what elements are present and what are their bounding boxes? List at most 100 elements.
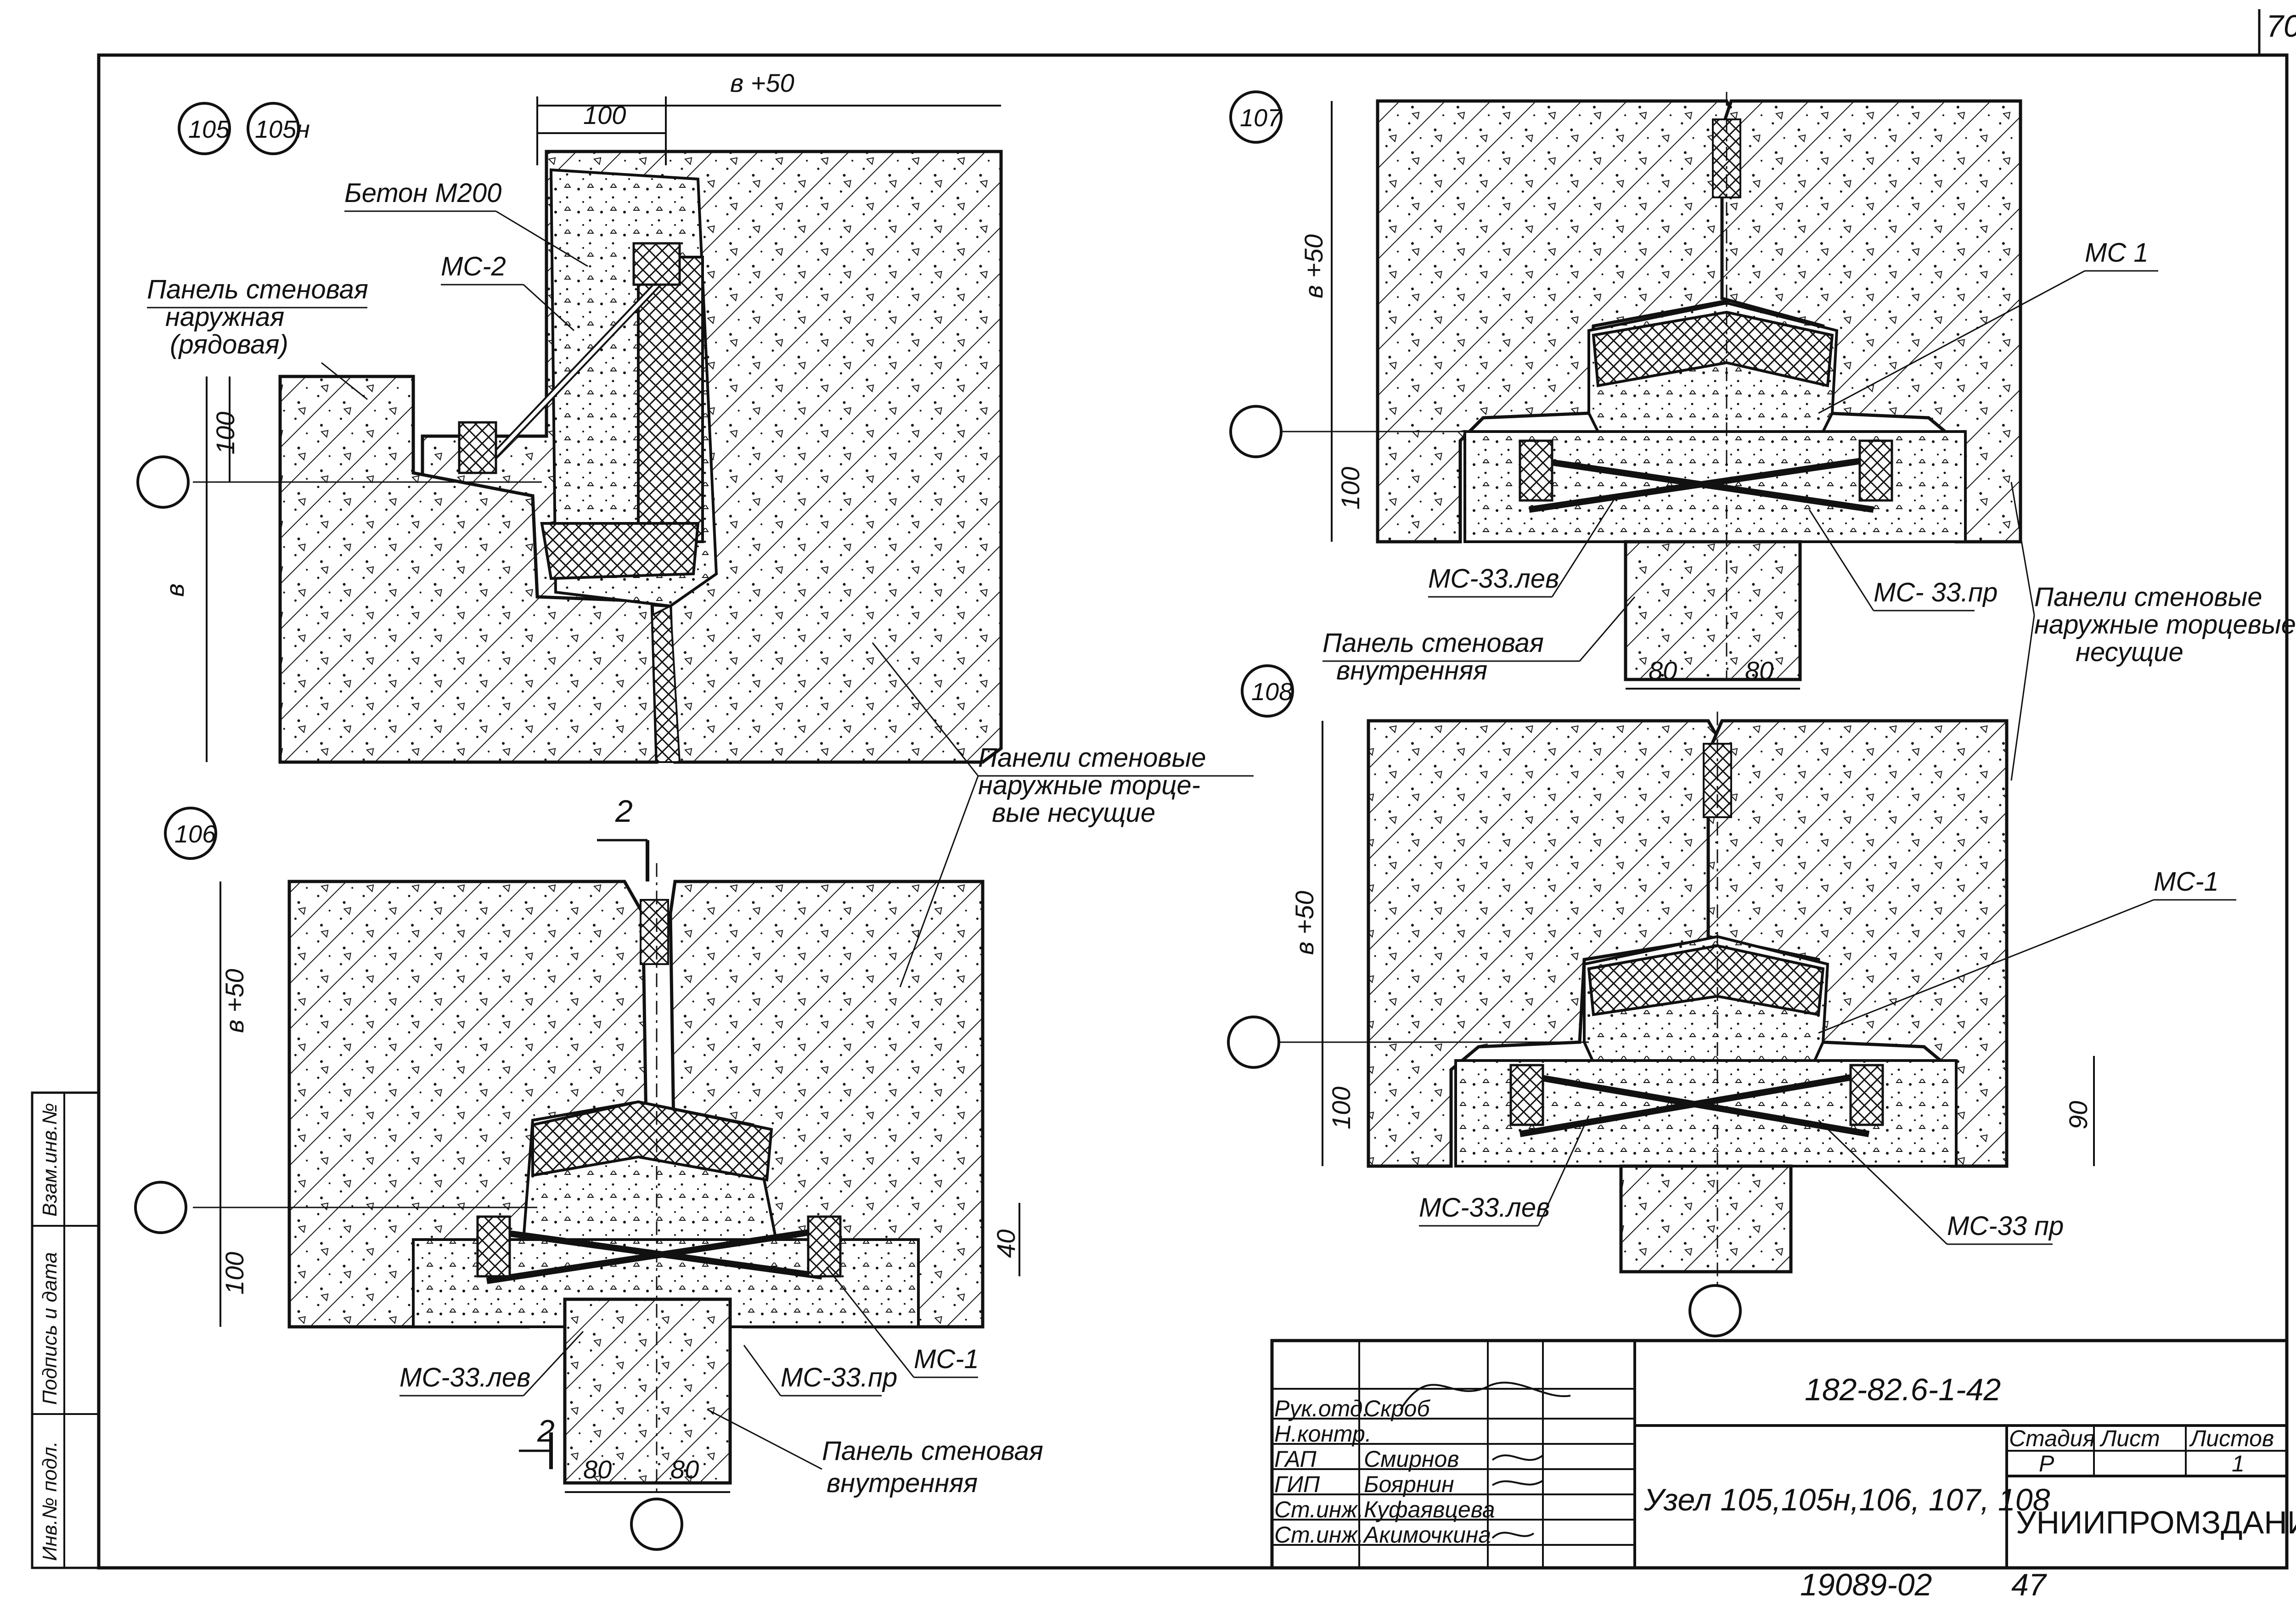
signature-6 [1491, 1532, 1535, 1539]
title-block [1270, 1339, 2289, 1570]
insulation-vertical-105 [637, 256, 704, 543]
label-mc33r-108: МС-33 пр [1947, 1211, 2064, 1241]
insulation-106 [531, 1100, 773, 1182]
node-106-marker [164, 807, 217, 860]
stamp-name-4: Боярнин [1364, 1471, 1454, 1497]
dim-105-100v: 100 [211, 412, 240, 455]
inner-panel-106 [563, 1297, 732, 1485]
label-panels-end-2: наружные торце- [978, 770, 1200, 800]
node-108-drawing [1367, 712, 2009, 1295]
axis-bubble-106 [134, 1181, 187, 1234]
dim-108-90: 90 [2064, 1101, 2093, 1129]
label-mc1-107: МС 1 [2085, 238, 2149, 268]
node-106-mark: 106 [174, 820, 216, 848]
label-mc2-105: МС-2 [441, 252, 506, 281]
label-panels-end-1: Панели стеновые [978, 743, 1206, 773]
stamp-header-stage: Стадия [2009, 1426, 2095, 1451]
stamp-name-1: Скроб [1364, 1396, 1430, 1421]
label-panel-inner-106-1: Панель стеновая [822, 1436, 1043, 1466]
side-stamp-sign: Подпись и дата [39, 1252, 61, 1405]
stamp-role-5: Ст.инж. [1274, 1497, 1364, 1522]
section-mark-top-106: 2 [615, 794, 633, 829]
tie-107-b [1528, 456, 1874, 513]
label-panels-end-3: вые несущие [992, 798, 1155, 828]
label-panel-outer-2: наружная [165, 302, 284, 332]
dim-106-80b: 80 [670, 1455, 699, 1484]
node-106-drawing [287, 863, 985, 1497]
plate-left-107 [1519, 439, 1553, 502]
plate-top-105 [632, 242, 681, 286]
inner-panel-108 [1619, 1164, 1793, 1274]
plate-left-105 [458, 421, 497, 474]
axis-bubble-108-bottom [1688, 1284, 1742, 1337]
node-107-mark: 107 [1240, 104, 1282, 132]
drawing-title: Узел 105,105н,106, 107, 108 [1643, 1482, 2050, 1517]
stamp-role-4: ГИП [1274, 1471, 1320, 1497]
seal-bottom-105 [651, 604, 681, 763]
stamp-value-stage: Р [2039, 1451, 2054, 1476]
dim-107-b50: в +50 [1299, 234, 1328, 298]
axis-bubble-108 [1227, 1016, 1280, 1069]
label-mc33r-107: МС- 33.пр [1874, 578, 1998, 607]
insulation-bottom-105 [540, 522, 700, 580]
row-panel-105 [278, 375, 658, 764]
dim-105-100: 100 [583, 101, 626, 129]
node-108-marker [1241, 664, 1294, 718]
label-mc33l-106: МС-33.лев [400, 1363, 530, 1392]
axis-bubble-107 [1229, 405, 1283, 458]
stamp-role-1: Рук.отд. [1274, 1396, 1369, 1421]
label-mc1-106: МС-1 [914, 1344, 979, 1374]
axis-bubble-105 [136, 455, 190, 509]
page-number: 70 [2266, 9, 2296, 44]
stamp-role-3: ГАП [1274, 1446, 1317, 1472]
dim-106-40: 40 [991, 1229, 1020, 1258]
seal-top-106 [640, 899, 669, 965]
label-mc33l-108: МС-33.лев [1419, 1193, 1550, 1223]
dim-105-top: в +50 [730, 68, 794, 97]
right-panel-108 [1706, 719, 2009, 1168]
dim-107-80b: 80 [1745, 656, 1773, 685]
stamp-name-3: Смирнов [1364, 1446, 1459, 1472]
label-panel-inner-107-2: внутренняя [1336, 656, 1487, 685]
label-concrete-105: Бетон М200 [344, 178, 501, 208]
node-107-marker [1229, 90, 1283, 144]
stamp-role-6: Ст.инж. [1274, 1522, 1364, 1548]
node-105n-mark: 105н [255, 116, 310, 143]
stamp-role-2: Н.контр. [1274, 1421, 1372, 1447]
tie-108-b [1519, 1071, 1870, 1137]
side-stamp-inv: Инв.№ подл. [39, 1441, 61, 1561]
dim-105-b: в [160, 584, 189, 597]
dim-106-b50: в +50 [220, 969, 249, 1033]
dim-108-100: 100 [1327, 1087, 1356, 1129]
tie-106-b [486, 1227, 823, 1284]
plate-right-106 [807, 1215, 842, 1278]
label-panel-outer-1: Панель стеновая [147, 275, 368, 304]
label-panels-end-b2: наружные торцевые [2034, 610, 2296, 640]
outer-frame [97, 53, 2289, 1570]
label-panels-end-b1: Панели стеновые [2034, 582, 2262, 612]
label-mc33l-107: МС-33.лев [1428, 564, 1559, 594]
organization-name: УНИИПРОМЗДАНИЙ [2016, 1504, 2296, 1540]
stamp-name-6: Акимочкина [1362, 1522, 1491, 1548]
axis-bubble-106-bottom [630, 1498, 683, 1551]
signature-1 [1400, 1381, 1571, 1410]
dim-107-80a: 80 [1649, 656, 1677, 685]
stamp-name-5: Куфаявцева [1364, 1497, 1495, 1522]
node-105-drawing [278, 150, 1003, 764]
label-mc33r-106: МС-33.пр [781, 1363, 897, 1392]
stamp-header-sheet: Лист [2099, 1426, 2160, 1451]
node-107-drawing [1376, 92, 2022, 681]
label-panel-inner-106-2: внутренняя [827, 1468, 978, 1498]
node-105n-marker [247, 102, 300, 155]
label-panel-outer-3: (рядовая) [170, 330, 288, 359]
node-105-mark: 105 [188, 116, 230, 143]
label-mc1-108: МС-1 [2154, 867, 2219, 897]
node-105-marker [178, 102, 231, 155]
side-stamp: Инв.№ подл. Подпись и дата Взам.инв.№ [31, 1091, 100, 1569]
bottom-right-number: 47 [2011, 1567, 2047, 1602]
document-code: 182-82.6-1-42 [1805, 1372, 2001, 1407]
plate-right-108 [1849, 1064, 1884, 1126]
node-108-mark: 108 [1251, 678, 1293, 706]
dim-107-100: 100 [1336, 467, 1365, 510]
